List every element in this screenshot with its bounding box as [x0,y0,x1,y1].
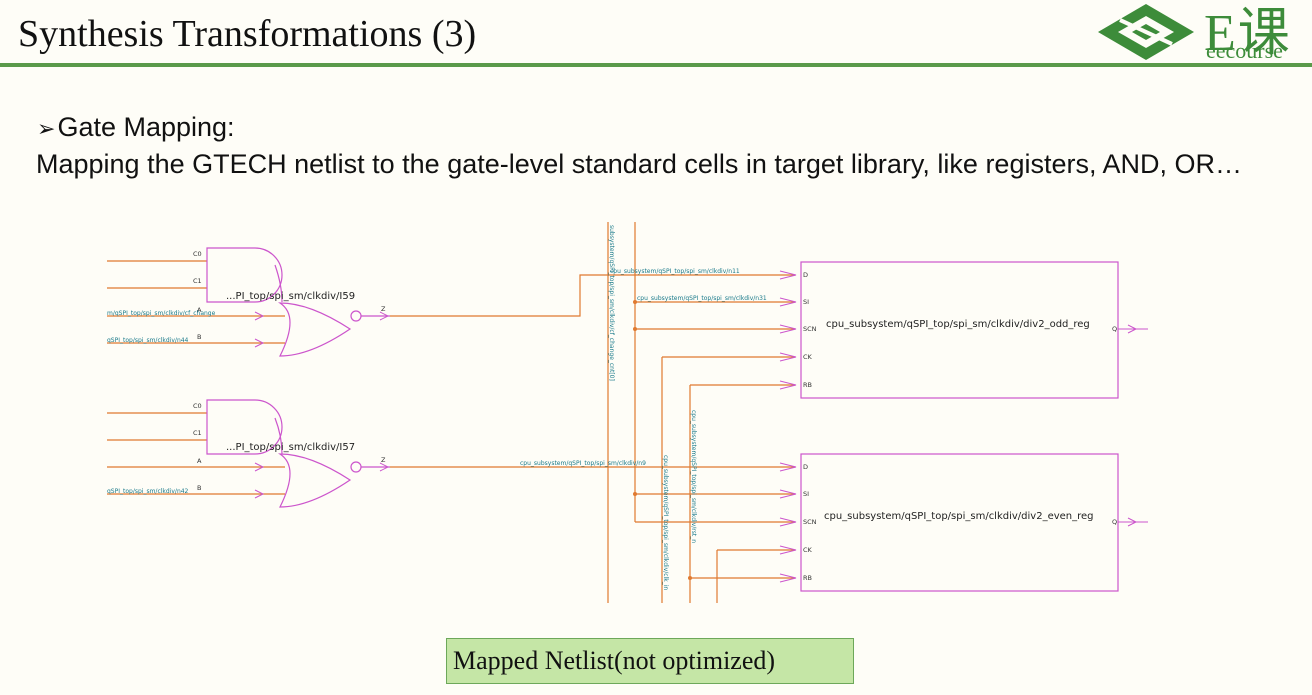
net-label: cpu_subsystem/qSPI_top/spi_sm/clkdiv/n31 [637,295,767,302]
svg-text:C1: C1 [193,429,202,437]
figure-caption: Mapped Netlist(not optimized) [446,638,854,684]
svg-text:Z: Z [381,456,386,464]
svg-text:D: D [803,271,808,279]
svg-text:SI: SI [803,298,809,306]
net-label: cpu_subsystem/qSPI_top/spi_sm/clkdiv/n9 [520,460,646,467]
svg-text:CK: CK [803,546,813,554]
gate-i59 [206,247,390,357]
svg-text:Q: Q [1112,325,1117,333]
svg-text:C0: C0 [193,250,202,258]
bullet-heading: ➢Gate Mapping: [37,112,235,143]
svg-text:Q: Q [1112,518,1117,526]
register-odd [800,261,1119,399]
svg-text:C0: C0 [193,402,202,410]
gate1-label: ...PI_top/spi_sm/clkdiv/I59 [226,291,355,302]
eecourse-logo: E课 eecourse [1090,0,1312,66]
slide-header: Synthesis Transformations (3) E课 eecours… [0,0,1312,70]
svg-text:A: A [197,457,202,465]
svg-text:A: A [197,306,202,314]
svg-text:B: B [197,484,201,492]
logo-diamond-icon [1098,4,1194,60]
description-text: Mapping the GTECH netlist to the gate-le… [36,149,1242,179]
svg-text:RB: RB [803,381,812,389]
net-label: cpu_subsystem/qSPI_top/spi_sm/clkdiv/n11 [610,268,740,275]
reg2-label: cpu_subsystem/qSPI_top/spi_sm/clkdiv/div… [824,511,1094,522]
register-even [800,453,1119,592]
net-label: m/qSPI_top/spi_sm/clkdiv/cf_change [107,310,216,317]
svg-text:D: D [803,463,808,471]
net-label: cpu_subsystem/qSPI_top/spi_sm/clkdiv/rst… [690,410,697,543]
svg-text:SCN: SCN [803,325,817,333]
reg1-label: cpu_subsystem/qSPI_top/spi_sm/clkdiv/div… [826,319,1090,330]
svg-text:Z: Z [381,305,386,313]
svg-text:B: B [197,333,201,341]
slide-title: Synthesis Transformations (3) [18,13,477,55]
bullet-arrow-icon: ➢ [37,117,56,142]
net-label: qSPI_top/spi_sm/clkdiv/n42 [107,488,189,495]
bullet-text: Gate Mapping: [57,112,235,142]
net-label: cpu_subsystem/qSPI_top/spi_sm/clkdiv/clk… [662,455,669,590]
svg-text:RB: RB [803,574,812,582]
net-label: qSPI_top/spi_sm/clkdiv/n44 [107,337,189,344]
logo-text: E课 [1204,5,1292,62]
net-label: subsystem/qSPI_top/spi_sm/clkdiv/cf_chan… [608,225,615,381]
netlist-schematic: C0 C1 A B Z C0 C1 A B Z D SI SCN CK RB Q… [107,222,1148,603]
svg-text:C1: C1 [193,277,202,285]
svg-text:SI: SI [803,490,809,498]
svg-text:SCN: SCN [803,518,817,526]
gate2-label: ...PI_top/spi_sm/clkdiv/I57 [226,442,355,453]
logo-subtext: eecourse [1206,38,1283,63]
svg-text:CK: CK [803,353,813,361]
header-divider [0,63,1312,67]
gate-i57 [206,399,390,508]
